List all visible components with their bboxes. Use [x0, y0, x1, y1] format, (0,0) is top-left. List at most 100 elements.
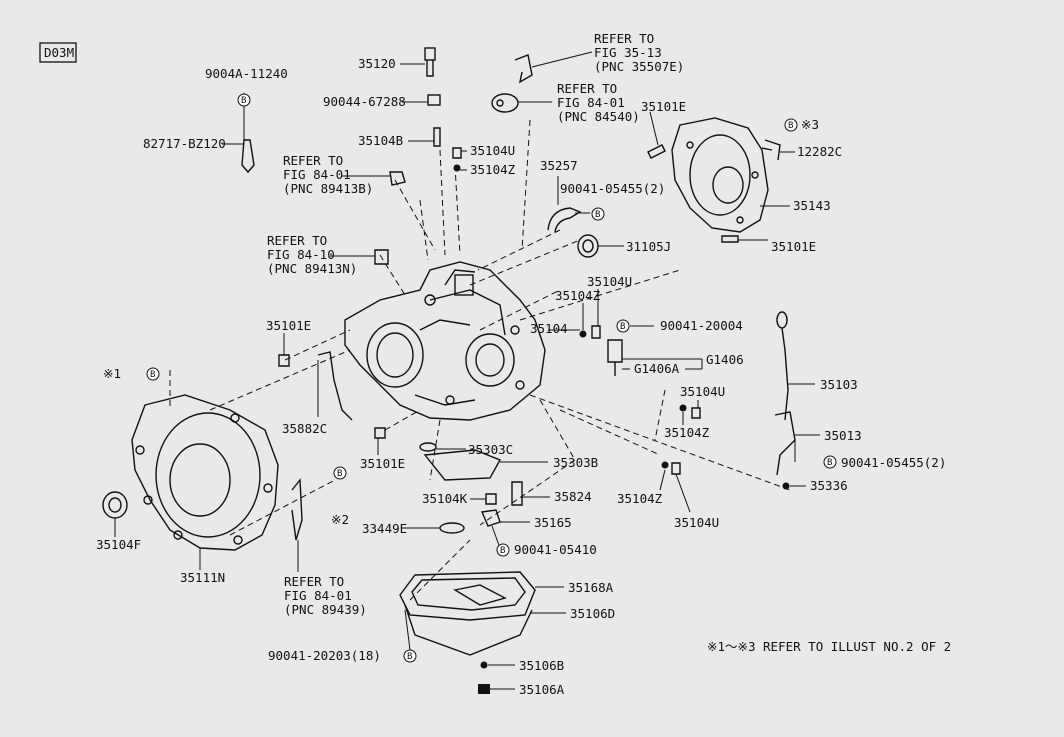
- bracket-35507e: [514, 54, 533, 84]
- marker-b-label: B: [337, 469, 342, 479]
- label-g1406: G1406: [706, 352, 744, 367]
- refer-line: (PNC 89439): [284, 602, 367, 617]
- oil-seal-31105j: [577, 234, 599, 258]
- oil-seal-left: [102, 491, 128, 519]
- strainer-35303b: [423, 449, 501, 481]
- label-35106d: 35106D: [570, 606, 615, 621]
- washer-35104z-r: [679, 404, 687, 412]
- label-35106b: 35106B: [519, 658, 564, 673]
- label-35104k: 35104K: [422, 491, 468, 506]
- refer-line: FIG 84-01: [557, 95, 625, 110]
- label-90041-05410: 90041-05410: [514, 542, 597, 557]
- label-35882c: 35882C: [282, 421, 327, 436]
- refer-line: FIG 35-13: [594, 45, 662, 60]
- label-35101e-l: 35101E: [266, 318, 311, 333]
- label-35103: 35103: [820, 377, 858, 392]
- plug-35104u-r: [691, 407, 701, 419]
- label-35106a: 35106A: [519, 682, 565, 697]
- label-35303b: 35303B: [553, 455, 598, 470]
- sensor-35120: [424, 47, 436, 77]
- oil-pan: [399, 571, 536, 656]
- marker-b-label: B: [827, 458, 832, 468]
- washer-35104z-mid: [579, 330, 587, 338]
- label-35104u-mid: 35104U: [587, 274, 632, 289]
- page-code: D03M: [44, 45, 74, 60]
- washer-35104z-top: [453, 164, 461, 172]
- label-90044-67288: 90044-67288: [323, 94, 406, 109]
- tube-35013: [774, 411, 796, 476]
- label-35143: 35143: [793, 198, 831, 213]
- refer-line: REFER TO: [594, 31, 654, 46]
- plug-35104u-mid: [591, 325, 601, 339]
- clamp-35257: [547, 207, 582, 233]
- refer-line: REFER TO: [557, 81, 617, 96]
- marker-b-label: B: [788, 121, 793, 131]
- marker-b-1: B: [237, 93, 251, 107]
- label-90041-05455-a: 90041-05455(2): [560, 181, 665, 196]
- label-35013: 35013: [824, 428, 862, 443]
- label-35104u-top: 35104U: [470, 143, 515, 158]
- refer-line: (PNC 89413N): [267, 261, 357, 276]
- label-90041-20004: 90041-20004: [660, 318, 743, 333]
- label-35120: 35120: [358, 56, 396, 71]
- assembly-lines: [169, 119, 791, 601]
- marker-b-3: B: [784, 118, 798, 132]
- marker-b-4: B: [616, 319, 630, 333]
- marker-b-2: B: [591, 207, 605, 221]
- label-35104u-r: 35104U: [680, 384, 725, 399]
- refer-line: (PNC 89413B): [283, 181, 373, 196]
- refer-line: REFER TO: [284, 574, 344, 589]
- plug-35104u-top: [452, 147, 462, 159]
- pin-35101e-l: [278, 354, 290, 367]
- part-labels: 35120 90044-67288 35104B 9004A-11240 827…: [96, 56, 951, 697]
- refer-84540: REFER TO FIG 84-01 (PNC 84540): [557, 81, 640, 124]
- pipe-89439: [291, 478, 303, 541]
- transmission-case: [344, 261, 546, 421]
- sensor-89413b: [389, 171, 406, 186]
- label-g1406a: G1406A: [634, 361, 680, 376]
- label-35104z-mid: 35104Z: [555, 288, 601, 303]
- marker-b-label: B: [620, 322, 625, 332]
- label-35336: 35336: [810, 478, 848, 493]
- marker-b-label: B: [150, 370, 155, 380]
- label-star2: ※2: [331, 512, 349, 527]
- label-82717-bz120: 82717-BZ120: [143, 136, 226, 151]
- refer-89413n: REFER TO FIG 84-10 (PNC 89413N): [267, 233, 357, 276]
- pin-35824: [511, 481, 523, 506]
- label-35104u-b: 35104U: [674, 515, 719, 530]
- label-35101e-tr2: 35101E: [771, 239, 816, 254]
- pin-35101e-bl: [374, 427, 386, 439]
- refer-line: (PNC 84540): [557, 109, 640, 124]
- label-35104z-top: 35104Z: [470, 162, 516, 177]
- gasket-35303c: [419, 442, 437, 452]
- label-35104z-b: 35104Z: [617, 491, 663, 506]
- marker-b-label: B: [407, 652, 412, 662]
- bolt-90044: [427, 94, 441, 106]
- marker-b-8: B: [496, 543, 510, 557]
- label-35165: 35165: [534, 515, 572, 530]
- refer-line: FIG 84-01: [284, 588, 352, 603]
- marker-b-label: B: [595, 210, 600, 220]
- sensor-g1406: [607, 339, 623, 376]
- dipstick-35103: [776, 311, 789, 421]
- refer-35507e: REFER TO FIG 35-13 (PNC 35507E): [594, 31, 684, 74]
- refer-line: REFER TO: [283, 153, 343, 168]
- label-35168a: 35168A: [568, 580, 614, 595]
- pipe-35882c: [317, 351, 353, 421]
- marker-b-9: B: [403, 649, 417, 663]
- label-9004a-11240: 9004A-11240: [205, 66, 288, 81]
- label-35101e-bl: 35101E: [360, 456, 405, 471]
- page-code-box: [39, 42, 77, 63]
- label-35303c: 35303C: [468, 442, 513, 457]
- refer-89439: REFER TO FIG 84-01 (PNC 89439): [284, 574, 367, 617]
- marker-b-6: B: [333, 466, 347, 480]
- label-35111n: 35111N: [180, 570, 225, 585]
- label-31105j: 31105J: [626, 239, 671, 254]
- spring-35104k: [485, 493, 497, 505]
- converter-housing: [131, 394, 279, 551]
- label-90041-05455-b: 90041-05455(2): [841, 455, 946, 470]
- rear-cover: [671, 117, 769, 233]
- label-star3: ※3: [801, 117, 819, 132]
- washer-35104z-b: [661, 461, 669, 469]
